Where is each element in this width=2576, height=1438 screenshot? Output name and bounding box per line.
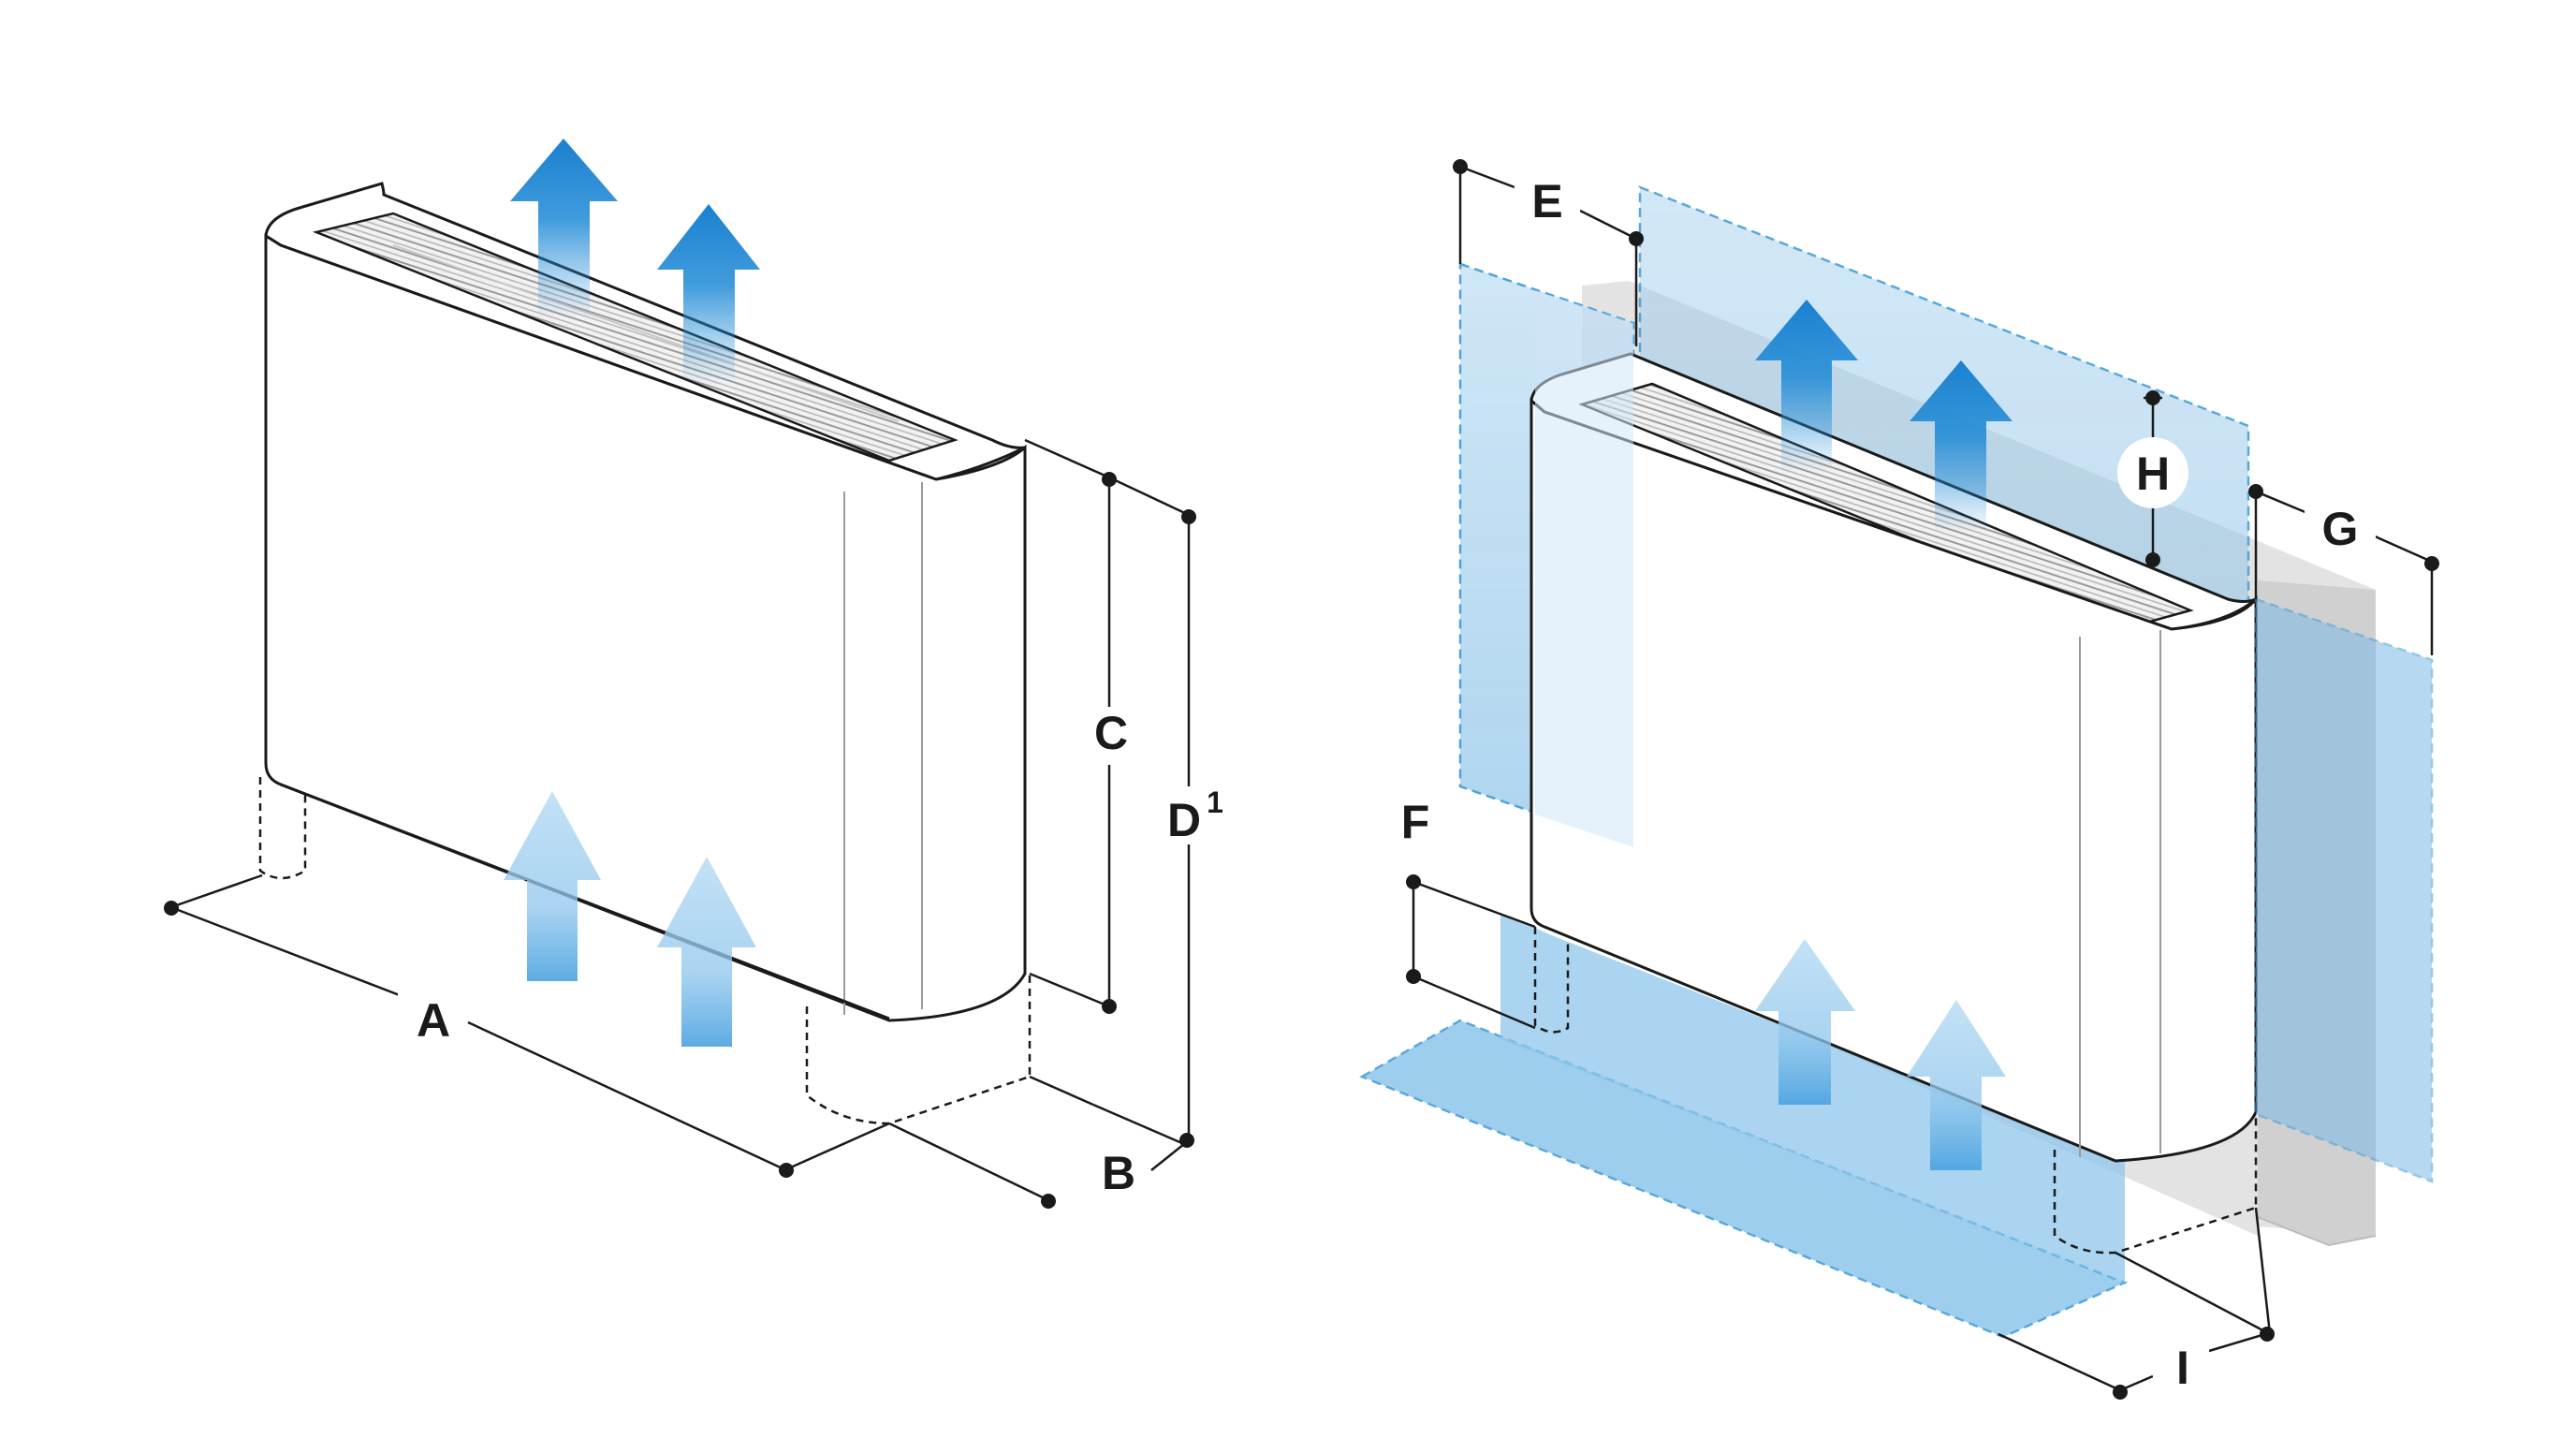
dim-label-a: A (417, 994, 450, 1047)
left-bottom-arrows (504, 791, 756, 1047)
dim-label-b: B (1102, 1147, 1135, 1199)
dim-label-d: D (1167, 794, 1201, 846)
right-foot-back (2053, 1114, 2258, 1255)
label-bg-a (398, 988, 463, 1044)
arrow-up-icon (1755, 300, 1858, 473)
right-bottom-arrows (1755, 939, 2006, 1170)
right-unit (1530, 352, 2258, 1255)
right-unit-front (1530, 397, 2258, 1163)
left-unit-bottom-edge (280, 783, 890, 1020)
dim-label-e: E (1531, 175, 1562, 227)
left-dimension-dots (164, 472, 1196, 1209)
arrow-up-icon (657, 857, 756, 1047)
left-grille (312, 212, 959, 462)
right-top-arrows (1755, 300, 2012, 534)
arrow-up-icon (1755, 939, 1855, 1105)
label-bg-d (1161, 786, 1236, 844)
arrow-up-icon (510, 139, 618, 318)
label-bg-c (1086, 707, 1142, 765)
arrow-up-icon (504, 791, 601, 981)
dim-label-h: H (2136, 448, 2170, 500)
right-dimension-dots (1406, 159, 2439, 1400)
left-grille-divider (392, 244, 900, 422)
label-bg-e (1515, 170, 1580, 227)
arrow-up-icon (1910, 360, 2012, 534)
dim-label-f: F (1401, 796, 1430, 848)
right-foot-front (1533, 927, 1570, 1034)
right-side-clearance-panel (2254, 597, 2434, 1183)
label-bg-g (2305, 501, 2376, 557)
left-top-arrows (510, 139, 760, 384)
dim-label-c: C (1094, 707, 1128, 759)
label-bg-i (2153, 1339, 2209, 1395)
left-unit-front (264, 233, 1027, 1022)
arrow-up-icon (1907, 1000, 2006, 1170)
label-bg-h (2117, 437, 2188, 508)
dim-label-d-superscript: 1 (1207, 785, 1223, 819)
right-left-panel-overlay (1535, 290, 1633, 847)
arrow-up-icon (657, 204, 760, 384)
dim-label-i: I (2176, 1342, 2189, 1394)
left-dimensions (168, 438, 1191, 1202)
left-foot-front (258, 777, 307, 880)
left-unit (258, 182, 1032, 1125)
dim-label-g: G (2322, 503, 2359, 555)
